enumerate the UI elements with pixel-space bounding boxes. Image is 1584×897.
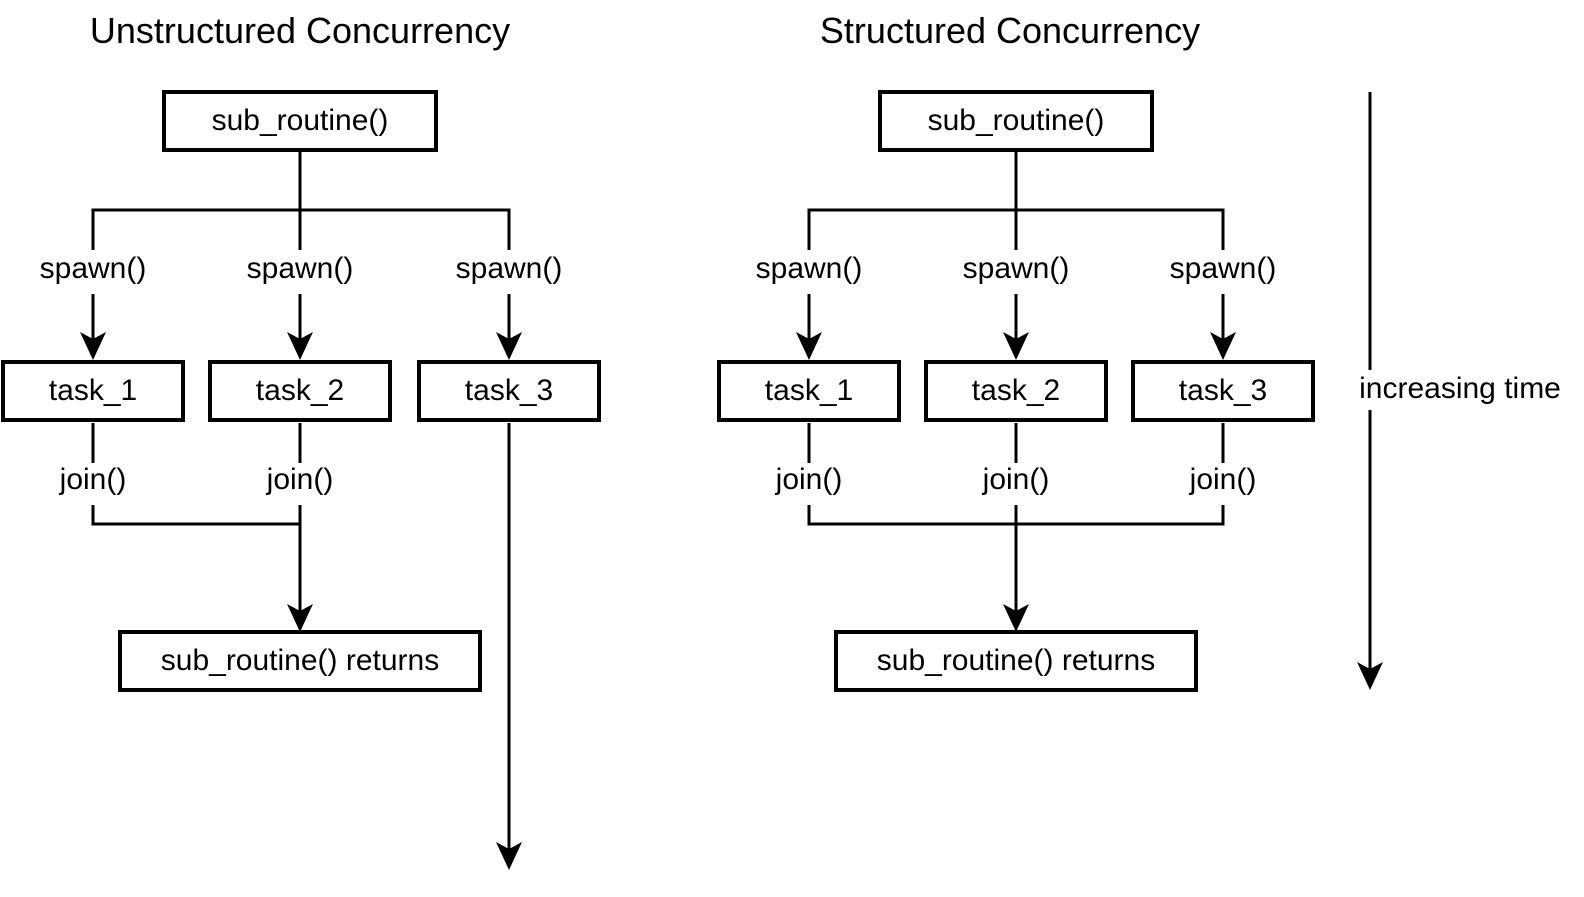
unstructured-sub-routine-box: sub_routine() — [162, 90, 438, 152]
unstructured-return-arrowhead-icon — [287, 604, 313, 632]
unstructured-wires — [80, 152, 522, 870]
structured-task-2-box: task_2 — [924, 360, 1108, 422]
structured-returns-box: sub_routine() returns — [834, 630, 1198, 692]
structured-task-3-box: task_3 — [1131, 360, 1315, 422]
structured-spawn-arrowhead-icon-3 — [1210, 332, 1236, 360]
unstructured-spawn-arrowhead-icon-3 — [496, 332, 522, 360]
structured-spawn-arrowhead-icon-1 — [796, 332, 822, 360]
unstructured-join-label-1: join() — [59, 463, 127, 498]
structured-join-label-3: join() — [1189, 463, 1257, 498]
unstructured-spawn-label-3: spawn() — [455, 252, 563, 287]
unstructured-title: Unstructured Concurrency — [89, 10, 511, 51]
structured-spawn-label-2: spawn() — [962, 252, 1070, 287]
unstructured-join-label-2: join() — [266, 463, 334, 498]
unstructured-task-3-box: task_3 — [417, 360, 601, 422]
unstructured-leaked-task-arrowhead-icon — [496, 842, 522, 870]
unstructured-spawn-label-1: spawn() — [39, 252, 147, 287]
time-arrowhead-icon — [1357, 662, 1383, 690]
structured-wires — [796, 152, 1236, 632]
time-axis-label: increasing time — [1359, 372, 1561, 407]
structured-join-label-1: join() — [775, 463, 843, 498]
unstructured-task-1-box: task_1 — [1, 360, 185, 422]
unstructured-spawn-arrowhead-icon-1 — [80, 332, 106, 360]
structured-title: Structured Concurrency — [819, 10, 1201, 51]
unstructured-join-bracket — [91, 505, 302, 526]
unstructured-spawn-label-2: spawn() — [246, 252, 354, 287]
structured-spawn-label-3: spawn() — [1169, 252, 1277, 287]
unstructured-returns-box: sub_routine() returns — [118, 630, 482, 692]
unstructured-spawn-arrowhead-icon-2 — [287, 332, 313, 360]
structured-join-label-2: join() — [982, 463, 1050, 498]
structured-return-arrowhead-icon — [1003, 604, 1029, 632]
unstructured-task-2-box: task_2 — [208, 360, 392, 422]
structured-sub-routine-box: sub_routine() — [878, 90, 1154, 152]
structured-spawn-arrowhead-icon-2 — [1003, 332, 1029, 360]
time-axis-arrow — [1357, 92, 1383, 690]
structured-task-1-box: task_1 — [717, 360, 901, 422]
structured-spawn-label-1: spawn() — [755, 252, 863, 287]
